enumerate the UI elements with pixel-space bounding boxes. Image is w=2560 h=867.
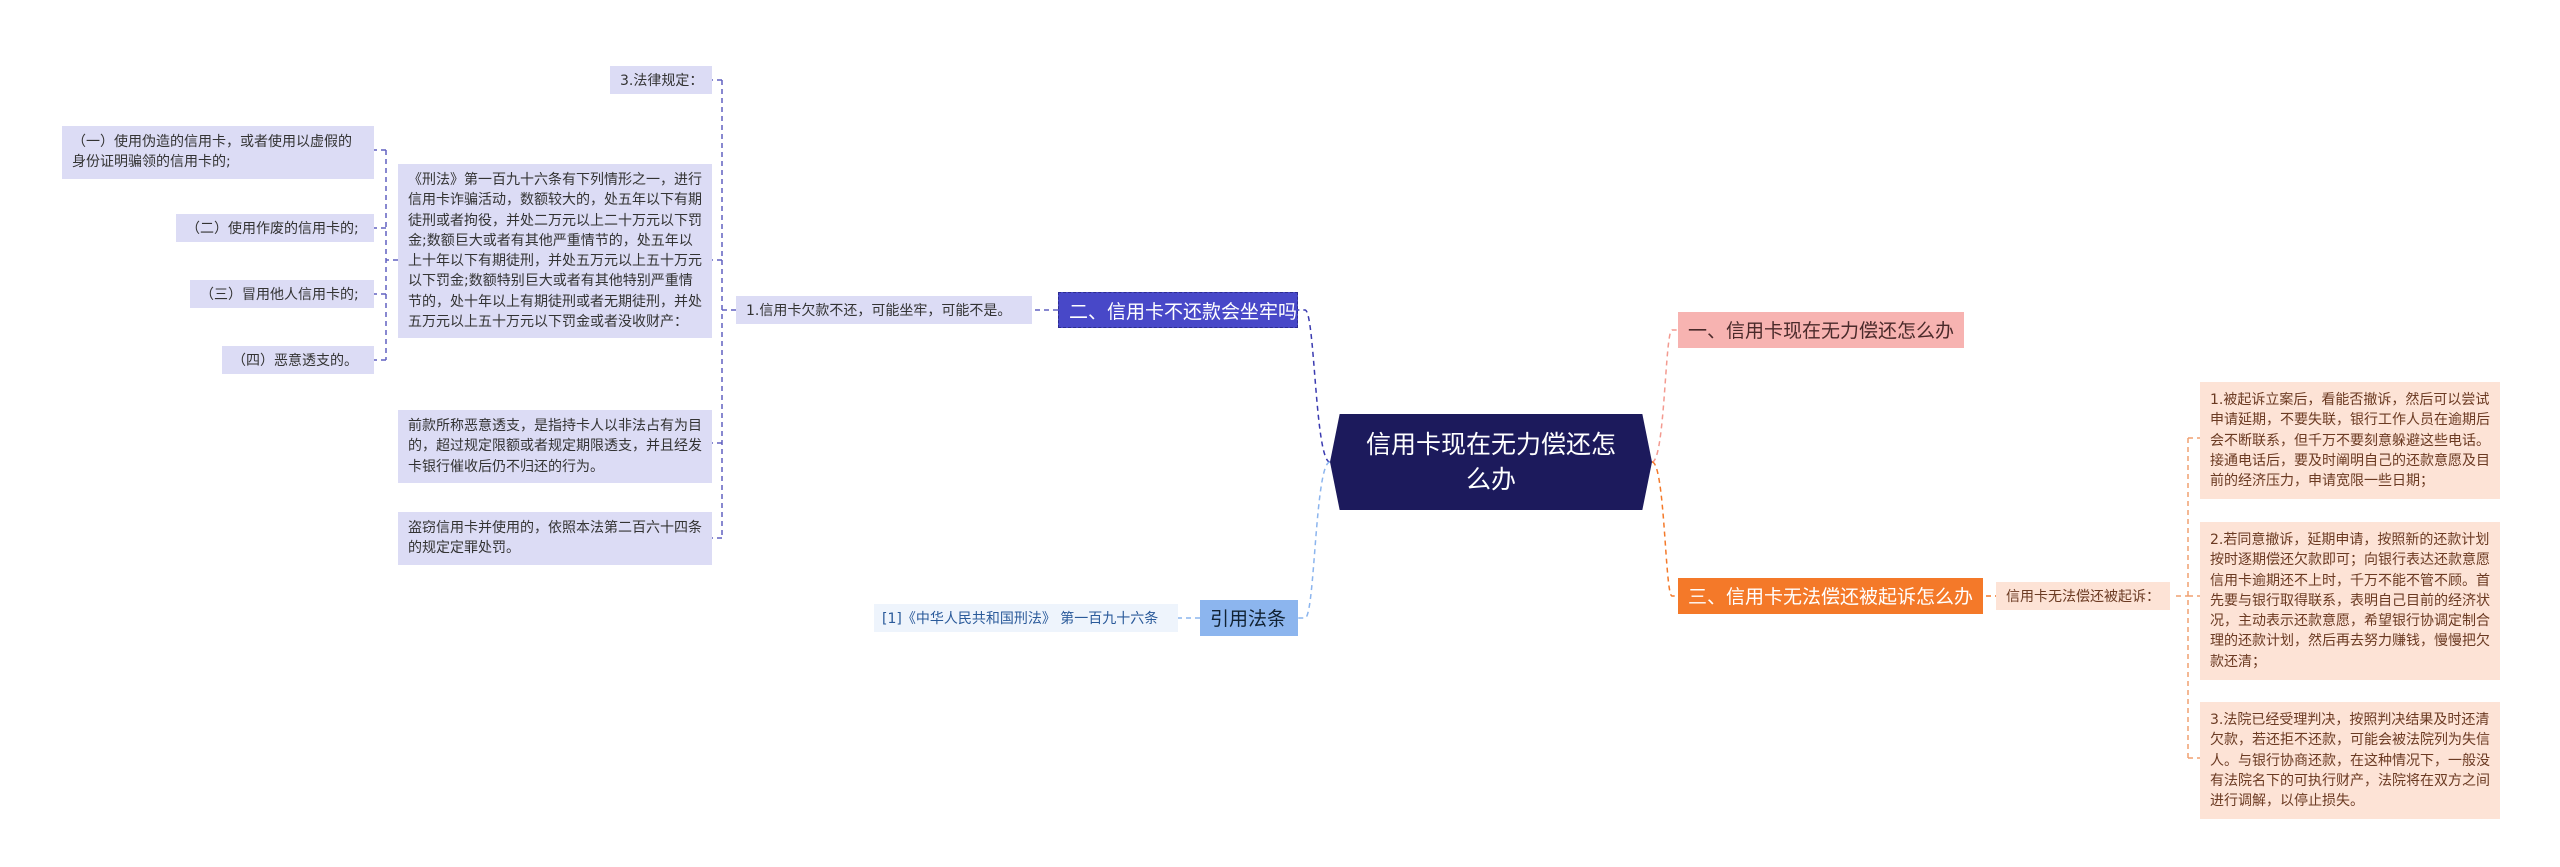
- branch-two-label: 二、信用卡不还款会坐牢吗: [1069, 301, 1298, 323]
- central-topic[interactable]: 信用卡现在无力偿还怎么办: [1330, 414, 1652, 510]
- cite-reference-text: [1]《中华人民共和国刑法》 第一百九十六条: [882, 611, 1159, 627]
- law-item-1-text: （一）使用伪造的信用卡，或者使用以虚假的身份证明骗领的信用卡的;: [72, 134, 352, 171]
- two-law-title[interactable]: 3.法律规定：: [610, 66, 712, 94]
- law-item-4-text: （四）恶意透支的。: [232, 353, 358, 369]
- link-central-three: [1651, 461, 1678, 597]
- branch-cite-label: 引用法条: [1210, 608, 1287, 630]
- cite-reference[interactable]: [1]《中华人民共和国刑法》 第一百九十六条: [874, 604, 1178, 632]
- law-item-3[interactable]: （三）冒用他人信用卡的;: [190, 280, 374, 308]
- law-item-2-text: （二）使用作废的信用卡的;: [186, 221, 359, 237]
- two-theft[interactable]: 盗窃信用卡并使用的，依照本法第二百六十四条的规定定罪处罚。: [398, 512, 712, 565]
- three-step-1-text: 1.被起诉立案后，看能否撤诉，然后可以尝试申请延期，不要失联，银行工作人员在逾期…: [2210, 392, 2490, 490]
- two-law-text[interactable]: 《刑法》第一百九十六条有下列情形之一，进行信用卡诈骗活动，数额较大的，处五年以下…: [398, 164, 712, 339]
- link-answer-children: [721, 80, 736, 538]
- two-law-title-text: 3.法律规定：: [620, 73, 704, 89]
- two-overdraft[interactable]: 前款所称恶意透支，是指持卡人以非法占有为目的，超过规定限额或者规定期限透支，并且…: [398, 410, 712, 483]
- two-theft-text: 盗窃信用卡并使用的，依照本法第二百六十四条的规定定罪处罚。: [408, 520, 702, 557]
- branch-two[interactable]: 二、信用卡不还款会坐牢吗: [1058, 292, 1298, 328]
- branch-cite[interactable]: 引用法条: [1200, 600, 1298, 636]
- three-subtopic-label: 信用卡无法偿还被起诉：: [2006, 589, 2160, 605]
- two-law-text-body: 《刑法》第一百九十六条有下列情形之一，进行信用卡诈骗活动，数额较大的，处五年以下…: [408, 172, 702, 331]
- link-central-two: [1298, 309, 1331, 463]
- three-step-1[interactable]: 1.被起诉立案后，看能否撤诉，然后可以尝试申请延期，不要失联，银行工作人员在逾期…: [2200, 382, 2500, 500]
- law-item-3-text: （三）冒用他人信用卡的;: [200, 287, 359, 303]
- link-lawtext-items: [385, 150, 398, 360]
- link-central-one: [1651, 329, 1678, 463]
- three-subtopic[interactable]: 信用卡无法偿还被起诉：: [1996, 582, 2170, 610]
- branch-one[interactable]: 一、信用卡现在无力偿还怎么办: [1678, 312, 1965, 348]
- three-step-2[interactable]: 2.若同意撤诉，延期申请，按照新的还款计划按时逐期偿还欠款即可；向银行表达还款意…: [2200, 522, 2500, 681]
- law-item-2[interactable]: （二）使用作废的信用卡的;: [176, 214, 374, 242]
- two-answer-text: 1.信用卡欠款不还，可能坐牢，可能不是。: [746, 303, 1012, 319]
- branch-one-label: 一、信用卡现在无力偿还怎么办: [1688, 320, 1955, 342]
- link-central-cite: [1298, 461, 1331, 619]
- two-overdraft-text: 前款所称恶意透支，是指持卡人以非法占有为目的，超过规定限额或者规定期限透支，并且…: [408, 418, 702, 475]
- three-step-3-text: 3.法院已经受理判决，按照判决结果及时还清欠款，若还拒不还款，可能会被法院列为失…: [2210, 712, 2490, 810]
- law-item-1[interactable]: （一）使用伪造的信用卡，或者使用以虚假的身份证明骗领的信用卡的;: [62, 126, 374, 179]
- link-label-steps: [2176, 438, 2189, 758]
- two-answer[interactable]: 1.信用卡欠款不还，可能坐牢，可能不是。: [736, 296, 1032, 324]
- three-step-2-text: 2.若同意撤诉，延期申请，按照新的还款计划按时逐期偿还欠款即可；向银行表达还款意…: [2210, 532, 2490, 670]
- three-step-3[interactable]: 3.法院已经受理判决，按照判决结果及时还清欠款，若还拒不还款，可能会被法院列为失…: [2200, 702, 2500, 820]
- law-item-4[interactable]: （四）恶意透支的。: [222, 346, 374, 374]
- branch-three[interactable]: 三、信用卡无法偿还被起诉怎么办: [1678, 578, 1984, 614]
- central-topic-label: 信用卡现在无力偿还怎么办: [1365, 430, 1616, 494]
- branch-three-label: 三、信用卡无法偿还被起诉怎么办: [1688, 586, 1974, 608]
